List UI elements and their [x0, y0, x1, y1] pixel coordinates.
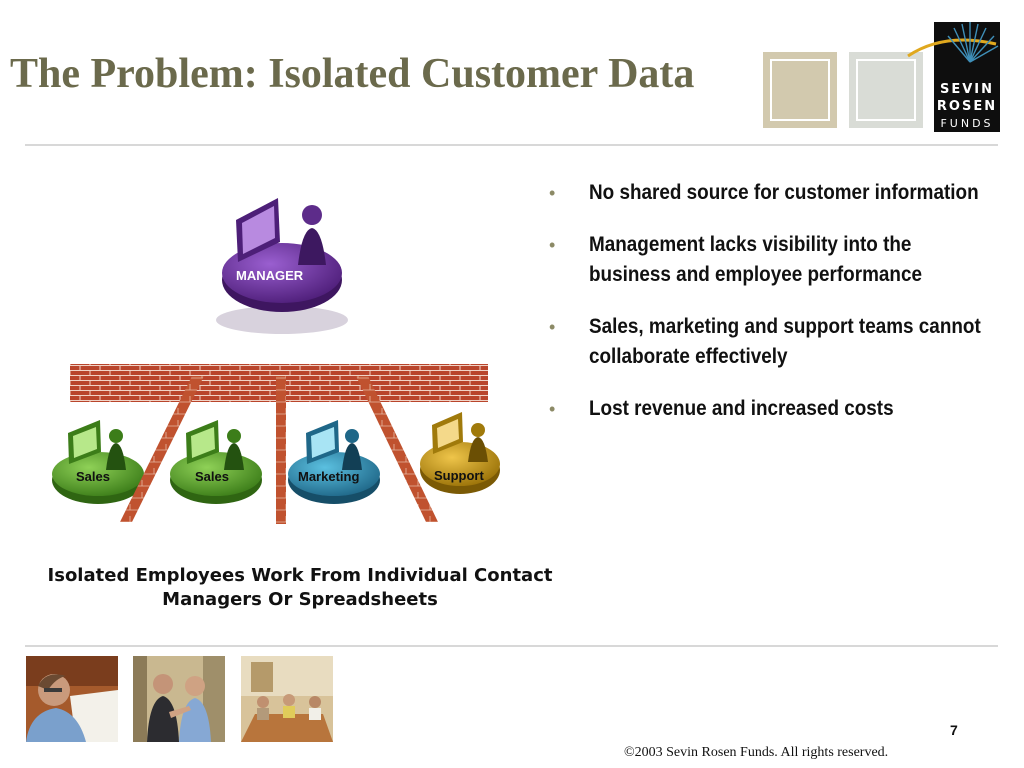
bullet-item: • Management lacks visibility into the bu… [549, 230, 999, 290]
bullet-dot: • [549, 399, 556, 419]
person-icon [227, 429, 241, 443]
photo-meeting-room [241, 656, 333, 742]
sevin-rosen-logo: SEVIN ROSEN FUNDS [907, 22, 1000, 132]
sales-node: Sales [52, 420, 144, 504]
person-icon [345, 429, 359, 443]
bullet-item: • Sales, marketing and support teams cann… [549, 312, 999, 372]
slide-title: The Problem: Isolated Customer Data [10, 51, 695, 97]
manager-label: MANAGER [236, 268, 304, 283]
logo-line-sevin: SEVIN [939, 82, 995, 97]
role-label-marketing: Marketing [298, 469, 359, 484]
diagonal-brick-wall-left [120, 376, 204, 522]
role-label-support: Support [434, 468, 484, 483]
sunburst-rays-icon [907, 22, 999, 63]
bullet-item: • Lost revenue and increased costs [549, 394, 999, 424]
marketing-node: Marketing [288, 420, 380, 504]
bullet-text: Management lacks visibility into the bus… [589, 233, 922, 286]
vertical-brick-wall-center [276, 376, 286, 524]
photo-man-reading [26, 656, 118, 742]
bullet-item: • No shared source for customer informati… [549, 178, 999, 208]
bullet-dot: • [549, 235, 556, 255]
diagonal-brick-wall-right [356, 376, 438, 522]
bottom-divider [25, 645, 998, 647]
person-icon [471, 423, 485, 437]
bullet-text: No shared source for customer informatio… [589, 181, 979, 204]
sales-node: Sales [170, 420, 262, 504]
support-node: Support [420, 412, 500, 494]
photo-two-men-talking [133, 656, 225, 742]
bullet-list: • No shared source for customer informati… [549, 178, 999, 446]
manager-node: MANAGER [216, 198, 348, 334]
isolation-diagram: MANAGER Sales Sales Marketing [52, 198, 500, 524]
decorative-square-tan [763, 52, 837, 128]
bullet-text: Lost revenue and increased costs [589, 397, 894, 420]
top-divider [25, 144, 998, 146]
bullet-dot: • [549, 183, 556, 203]
bullet-dot: • [549, 317, 556, 337]
role-label-sales: Sales [195, 469, 229, 484]
computer-monitor-icon [236, 198, 280, 262]
role-label-sales: Sales [76, 469, 110, 484]
decorative-square-gray [849, 52, 923, 128]
logo-line-funds: FUNDS [940, 117, 994, 130]
logo-line-rosen: ROSEN [936, 99, 998, 114]
person-icon [109, 429, 123, 443]
diagram-caption: Isolated Employees Work From Individual … [47, 565, 553, 610]
person-icon [298, 205, 326, 265]
page-number: 7 [950, 722, 958, 738]
copyright-notice: ©2003 Sevin Rosen Funds. All rights rese… [624, 745, 889, 760]
bullet-text: Sales, marketing and support teams canno… [589, 315, 981, 368]
